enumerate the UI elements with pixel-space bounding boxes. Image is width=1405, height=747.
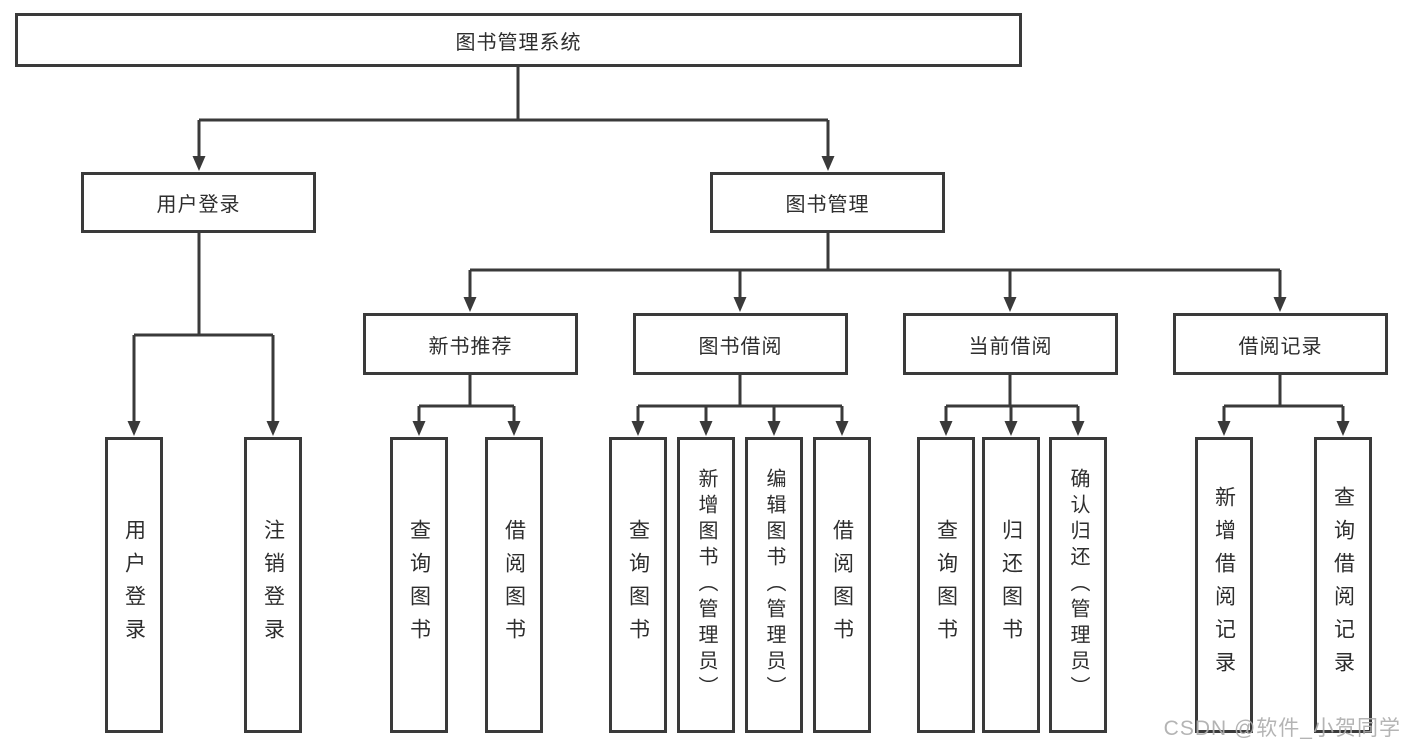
leaf-query-books-borrowing: 查询图书 <box>609 437 667 733</box>
leaf-confirm-return-admin: 确认归还（管理员） <box>1049 437 1107 733</box>
node-label: 借阅记录 <box>1238 335 1323 358</box>
node-new-book-recommendation: 新书推荐 <box>363 313 578 375</box>
node-library-management-system: 图书管理系统 <box>15 13 1022 67</box>
node-current-borrowing: 当前借阅 <box>903 313 1118 375</box>
node-label: 图书管理 <box>785 194 870 216</box>
node-label: 查询借阅记录 <box>1331 486 1355 684</box>
leaf-borrow-books-recommend: 借阅图书 <box>485 437 543 733</box>
node-label: 借阅图书 <box>830 519 854 651</box>
node-label: 图书管理系统 <box>455 31 582 54</box>
node-user-login-branch: 用户登录 <box>81 172 316 233</box>
node-book-borrowing: 图书借阅 <box>633 313 848 375</box>
csdn-watermark: CSDN @软件_小贺同学 <box>1163 717 1401 740</box>
node-book-management-branch: 图书管理 <box>710 172 945 233</box>
leaf-query-books-recommend: 查询图书 <box>390 437 448 733</box>
leaf-user-login: 用户登录 <box>105 437 163 733</box>
node-borrowing-records: 借阅记录 <box>1173 313 1388 375</box>
leaf-edit-books-admin: 编辑图书（管理员） <box>745 437 803 733</box>
node-label: 归还图书 <box>999 519 1023 651</box>
leaf-return-books: 归还图书 <box>982 437 1040 733</box>
leaf-query-borrow-record: 查询借阅记录 <box>1314 437 1372 733</box>
node-label: 确认归还（管理员） <box>1067 468 1089 702</box>
leaf-query-books-current: 查询图书 <box>917 437 975 733</box>
node-label: 查询图书 <box>407 519 431 651</box>
node-label: 用户登录 <box>122 519 146 651</box>
node-label: 注销登录 <box>261 519 285 651</box>
node-label: 当前借阅 <box>968 335 1053 358</box>
node-label: 编辑图书（管理员） <box>763 468 785 702</box>
leaf-borrow-books-borrowing: 借阅图书 <box>813 437 871 733</box>
node-label: 新书推荐 <box>428 335 513 358</box>
node-label: 查询图书 <box>626 519 650 651</box>
node-label: 新增图书（管理员） <box>695 468 717 702</box>
node-label: 借阅图书 <box>502 519 526 651</box>
node-label: 用户登录 <box>156 194 241 216</box>
leaf-add-borrow-record: 新增借阅记录 <box>1195 437 1253 733</box>
leaf-logout: 注销登录 <box>244 437 302 733</box>
leaf-add-books-admin: 新增图书（管理员） <box>677 437 735 733</box>
node-label: 查询图书 <box>934 519 958 651</box>
node-label: 图书借阅 <box>698 335 783 358</box>
node-label: 新增借阅记录 <box>1212 486 1236 684</box>
